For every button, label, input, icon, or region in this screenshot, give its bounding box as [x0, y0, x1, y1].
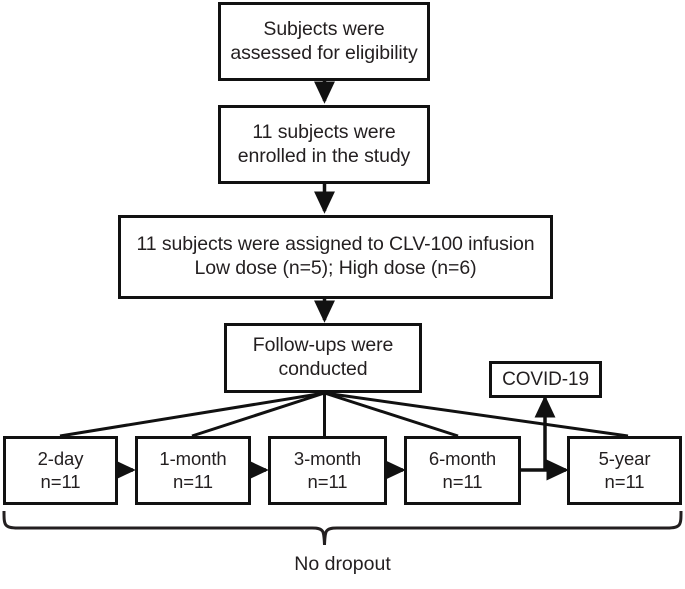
- no-dropout-brace: [2, 510, 683, 546]
- node-followup-3-month: 3-month n=11: [268, 436, 387, 505]
- node-enrolled-line-2: enrolled in the study: [237, 144, 411, 167]
- node-followup-3-month-label: 3-month: [293, 447, 362, 469]
- node-assigned-line-2: Low dose (n=5); High dose (n=6): [194, 257, 477, 279]
- node-followup-6-month: 6-month n=11: [404, 436, 521, 505]
- node-covid-19-label: COVID-19: [502, 368, 589, 390]
- node-followups-line-1: Follow-ups were: [252, 334, 394, 357]
- node-eligibility-line-2: assessed for eligibility: [230, 41, 418, 64]
- no-dropout-label: No dropout: [294, 553, 391, 575]
- fanline-to-day2: [59, 391, 325, 438]
- node-enrolled: 11 subjects were enrolled in the study: [218, 105, 430, 184]
- node-followup-6-month-label: 6-month: [428, 447, 497, 469]
- node-followup-1-month: 1-month n=11: [135, 436, 251, 505]
- node-followup-1-month-count: n=11: [173, 470, 213, 492]
- node-assigned-line-1: 11 subjects were assigned to CLV-100 inf…: [136, 233, 535, 256]
- fanline-to-year5: [324, 391, 629, 438]
- node-enrolled-line-1: 11 subjects were: [252, 120, 396, 143]
- node-followup-3-month-count: n=11: [307, 470, 348, 492]
- node-assigned: 11 subjects were assigned to CLV-100 inf…: [118, 215, 553, 299]
- node-followup-6-month-count: n=11: [442, 470, 483, 492]
- node-followup-5-year-label: 5-year: [598, 447, 651, 469]
- node-followup-2-day-count: n=11: [40, 470, 81, 492]
- fanline-to-month1: [191, 391, 325, 438]
- fanline-to-month6: [324, 391, 459, 438]
- node-followup-2-day: 2-day n=11: [3, 436, 118, 505]
- node-followups: Follow-ups were conducted: [224, 323, 422, 393]
- node-followup-5-year-count: n=11: [604, 470, 645, 492]
- node-followup-2-day-label: 2-day: [37, 447, 84, 469]
- node-eligibility: Subjects were assessed for eligibility: [218, 2, 430, 81]
- node-followup-1-month-label: 1-month: [159, 447, 227, 469]
- node-followup-5-year: 5-year n=11: [567, 436, 682, 505]
- node-eligibility-line-1: Subjects were: [263, 17, 385, 40]
- node-followups-line-2: conducted: [278, 358, 368, 380]
- node-covid-19: COVID-19: [489, 361, 602, 398]
